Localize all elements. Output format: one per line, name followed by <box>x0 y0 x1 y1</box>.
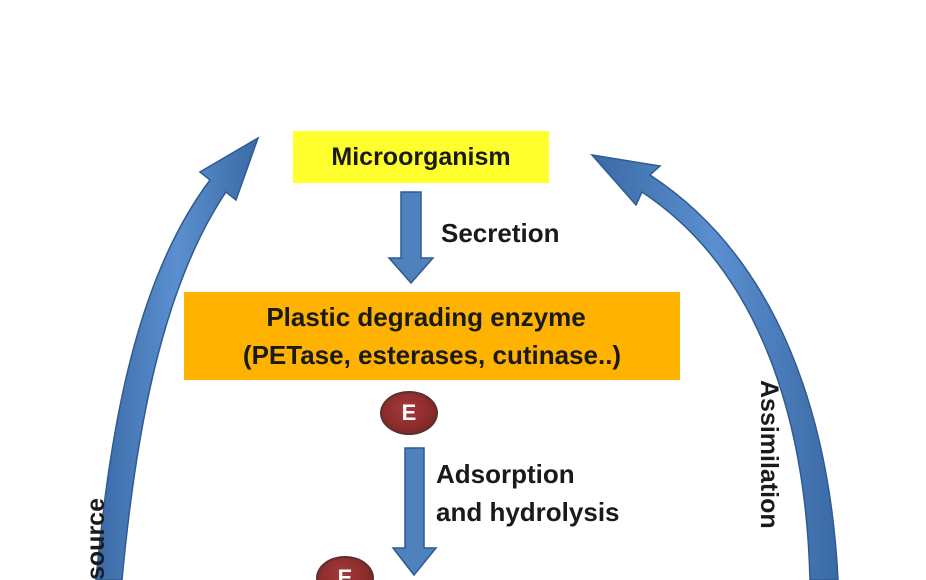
source-label: source <box>82 498 110 580</box>
left-curved-arrow-icon <box>95 136 260 580</box>
enzyme-box-line2: (PETase, esterases, cutinase..) <box>242 340 622 370</box>
enzyme-circle-icon: E <box>380 391 438 435</box>
microorganism-box: Microorganism <box>293 131 549 183</box>
enzyme-box: Plastic degrading enzyme (PETase, estera… <box>184 292 680 380</box>
adsorption-label: Adsorption and hydrolysis <box>436 455 620 531</box>
secretion-down-arrow-icon <box>387 191 435 285</box>
adsorption-label-line2: and hydrolysis <box>436 497 620 527</box>
microorganism-label: Microorganism <box>331 142 511 171</box>
enzyme-box-line1: Plastic degrading enzyme <box>266 302 586 332</box>
adsorption-down-arrow-icon <box>391 447 438 577</box>
right-curved-arrow-icon <box>590 153 839 580</box>
secretion-label: Secretion <box>441 218 560 248</box>
adsorption-label-line1: Adsorption <box>436 459 575 489</box>
assimilation-label: Assimilation <box>755 380 783 529</box>
